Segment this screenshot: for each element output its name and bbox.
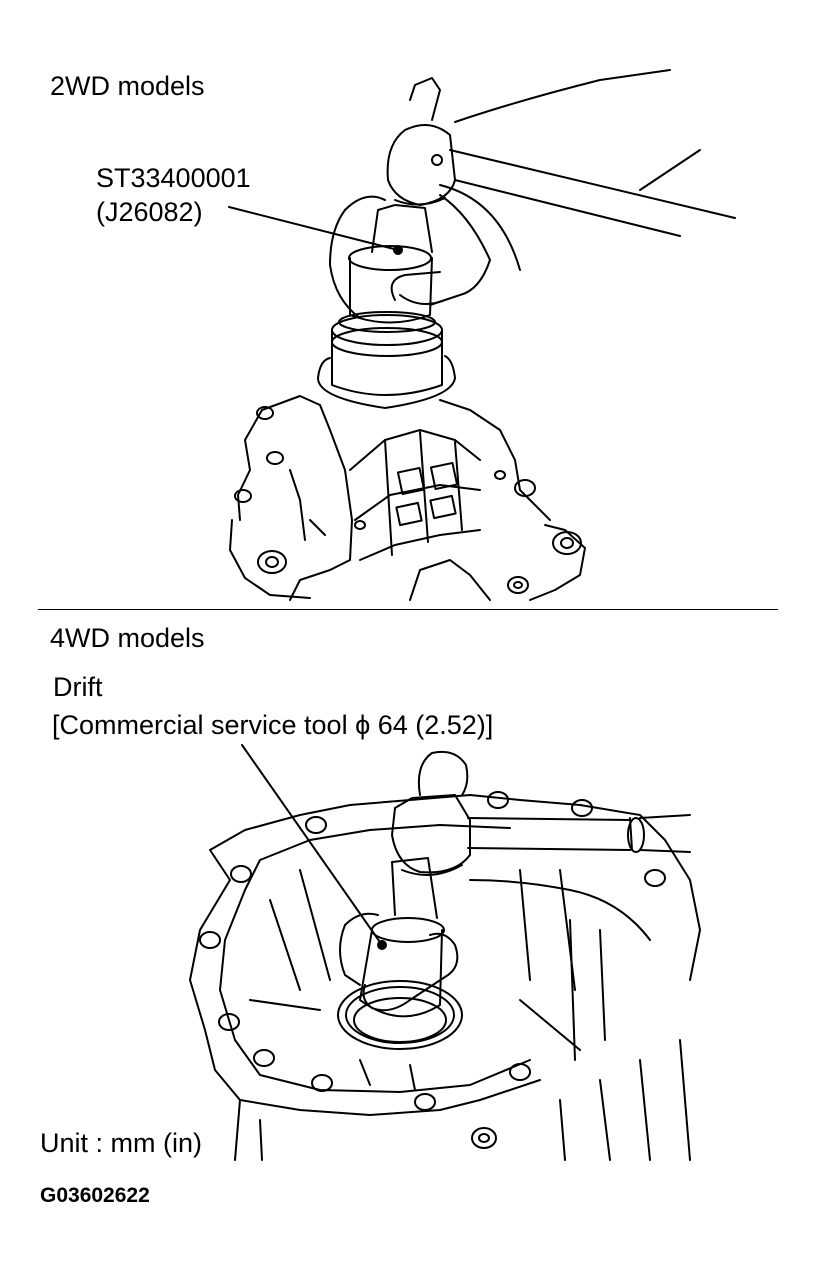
4wd-tool-name: Drift xyxy=(53,672,103,702)
4wd-transmission-case-drawing xyxy=(189,791,701,1161)
4wd-tool-leader-line xyxy=(241,744,383,946)
4wd-seal-and-tool-drawing xyxy=(337,750,691,1061)
4wd-tool-spec: [Commercial service tool ϕ 64 (2.52)] xyxy=(52,710,494,740)
2wd-tool-alt-number: (J26082) xyxy=(96,197,203,227)
2wd-tool-leader-line xyxy=(228,206,399,251)
figure-id: G03602622 xyxy=(40,1184,150,1207)
2wd-seal-and-tool-drawing xyxy=(317,69,736,409)
2wd-transmission-case-drawing xyxy=(229,395,586,601)
2wd-models-heading: 2WD models xyxy=(50,71,205,101)
panel-divider xyxy=(38,609,778,610)
2wd-tool-part-number: ST33400001 xyxy=(96,163,251,193)
4wd-models-heading: 4WD models xyxy=(50,623,205,653)
unit-note: Unit : mm (in) xyxy=(40,1130,208,1157)
